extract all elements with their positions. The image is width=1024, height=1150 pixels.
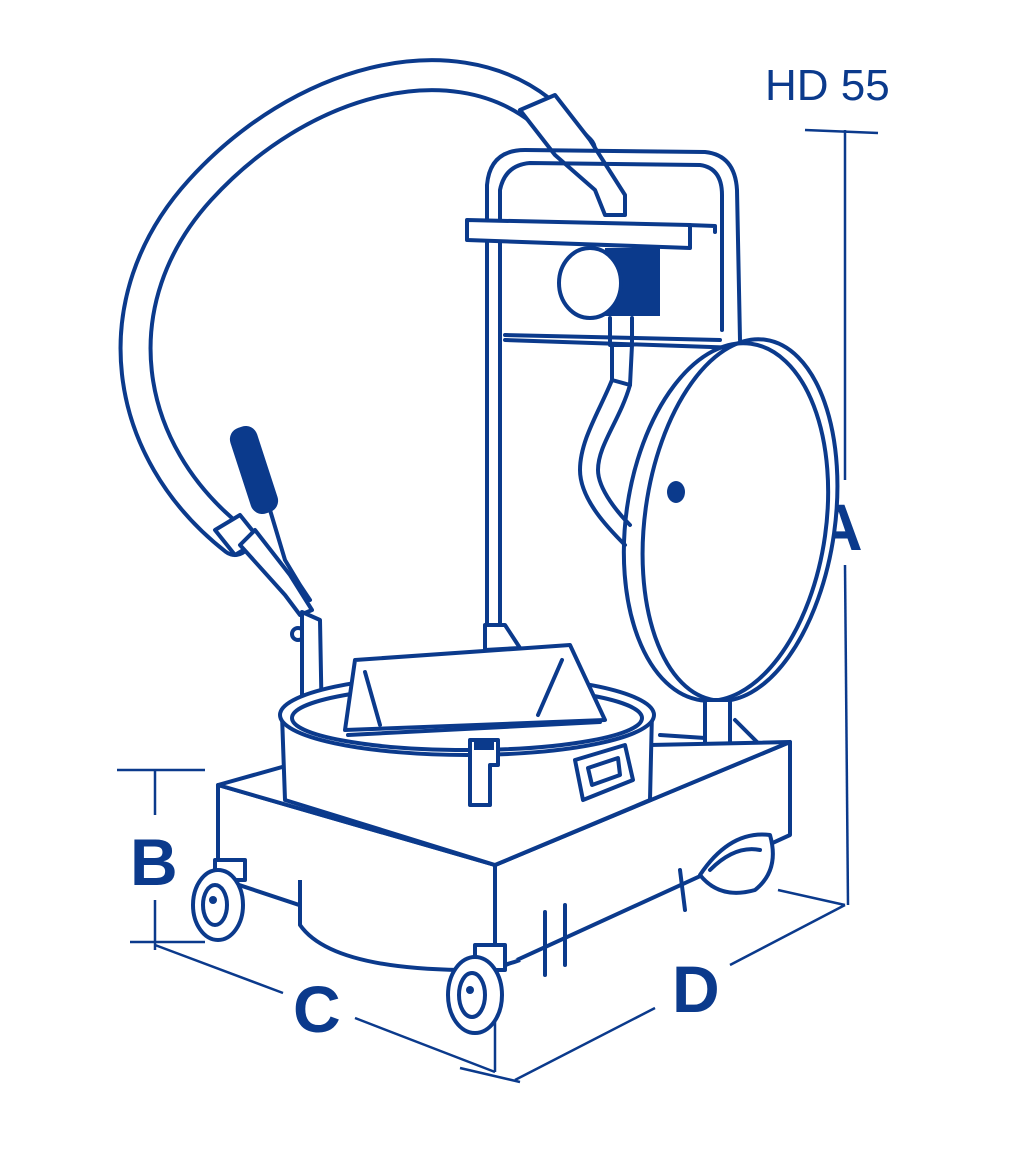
svg-text:D: D: [672, 952, 720, 1026]
wheel-left: [191, 858, 247, 942]
lid: [621, 337, 840, 757]
svg-text:C: C: [293, 972, 341, 1046]
dimension-d: D: [459, 888, 846, 1084]
wheel-front: [446, 943, 507, 1035]
dimension-c: C: [154, 943, 497, 1074]
wheel-back: [698, 832, 775, 895]
basket: [343, 643, 607, 737]
motor: [557, 246, 660, 547]
hose: [118, 58, 627, 557]
svg-text:B: B: [130, 825, 178, 899]
dimension-b: B: [117, 768, 205, 950]
model-label: HD 55: [765, 61, 890, 110]
wand: [229, 425, 324, 732]
